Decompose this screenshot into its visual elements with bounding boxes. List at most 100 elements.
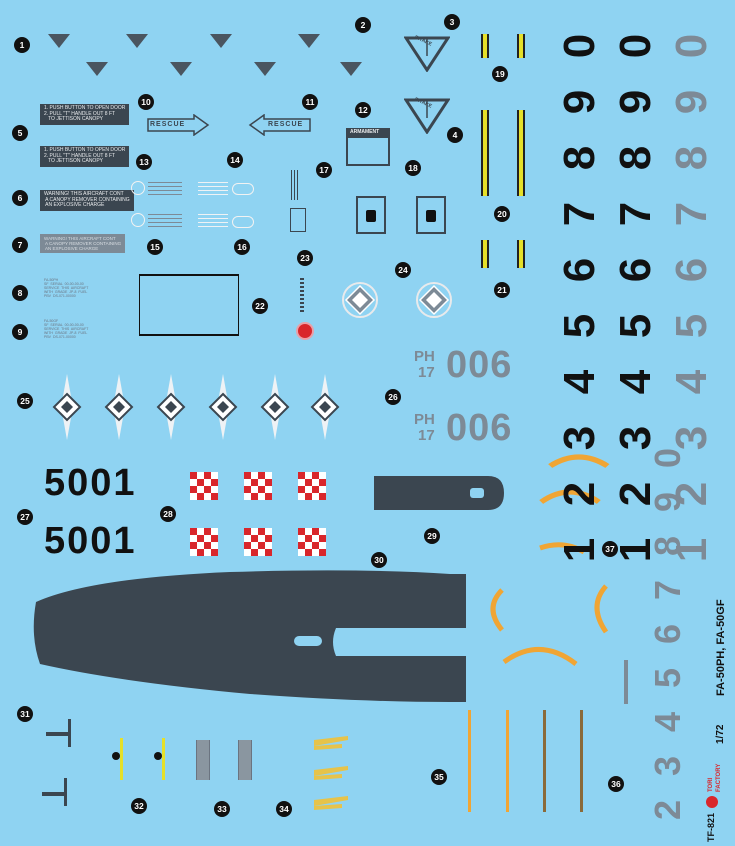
marker-2: 2 [355, 17, 371, 33]
port-panel [356, 196, 386, 234]
marker-21: 21 [494, 282, 510, 298]
wing-insignia [208, 374, 238, 440]
digit: 1 [555, 537, 604, 563]
stencil-small [148, 182, 182, 196]
light-ring [131, 213, 145, 227]
digit: 8 [667, 145, 716, 171]
vertical-stencil [291, 170, 299, 200]
ground-panel [290, 208, 306, 232]
pitot-stencil [68, 719, 71, 747]
ph-number: 006 [446, 407, 513, 449]
marker-12: 12 [355, 102, 371, 118]
digit: 2 [555, 481, 604, 507]
digit: 5 [555, 313, 604, 339]
digit: 6 [555, 257, 604, 283]
digit: 8 [647, 535, 688, 557]
marker-4: 4 [447, 127, 463, 143]
brand-name: TORI [708, 777, 714, 792]
brand-logo: TORI FACTORY [704, 748, 732, 810]
wing-insignia [260, 374, 290, 440]
yellow-marks [314, 736, 348, 810]
marker-19: 19 [492, 66, 508, 82]
anti-glare-panel-small [374, 476, 504, 510]
squadron-badge [342, 282, 378, 318]
digit: 9 [555, 89, 604, 115]
rescue-arrow-right [147, 114, 210, 136]
port-hole [426, 210, 436, 222]
digit: 5 [611, 313, 660, 339]
intake-triangle [404, 36, 450, 72]
marker-16: 16 [234, 239, 250, 255]
data-block: FA-50PH SF SERIAL 00-00-00-00 SERVICE TH… [44, 278, 89, 298]
light-pill [232, 216, 254, 228]
digit: 5 [667, 313, 716, 339]
canopy-instruction: 1. PUSH BUTTON TO OPEN DOOR 2. PULL "T" … [40, 146, 130, 167]
armament-label: ARMAMENT [350, 129, 380, 135]
wing-insignia [52, 374, 82, 440]
emblem-chevron [86, 62, 108, 76]
digit: 6 [647, 623, 688, 645]
marker-14: 14 [227, 152, 243, 168]
anti-glare-panel-large [33, 570, 466, 702]
rescue-label: RESCUE [150, 121, 186, 128]
walkway-stripe [517, 110, 525, 196]
marker-10: 10 [138, 94, 154, 110]
digit: 5 [647, 667, 688, 689]
orange-arcs [490, 454, 610, 666]
stencil-small [198, 214, 228, 228]
digit: 9 [611, 89, 660, 115]
data-block: FA-50GF SF SERIAL 00-00-00-00 SERVICE TH… [44, 319, 89, 339]
short-dash [624, 660, 628, 704]
walkway-stripe [481, 110, 489, 196]
walkway-stripe [517, 240, 525, 268]
marker-20: 20 [494, 206, 510, 222]
checkerboard [190, 472, 218, 500]
marker-11: 11 [302, 94, 318, 110]
red-roundel [296, 322, 314, 340]
marker-34: 34 [276, 801, 292, 817]
ph-prefix: PH [414, 348, 435, 365]
digit: 8 [555, 145, 604, 171]
port-panel [416, 196, 446, 234]
light-ring [131, 181, 145, 195]
emblem-chevron [126, 34, 148, 48]
marker-25: 25 [17, 393, 33, 409]
checkerboard [298, 472, 326, 500]
sheet-scale: 1/72 [715, 724, 726, 744]
digit: 4 [647, 711, 688, 733]
digit: 7 [555, 201, 604, 227]
serial-number: 5001 [44, 462, 137, 504]
rescue-arrow-left [248, 114, 311, 136]
marker-32: 32 [131, 798, 147, 814]
marker-23: 23 [297, 250, 313, 266]
digit-column-gray-2: 0 9 8 7 6 5 4 3 2 [647, 436, 688, 832]
digit: 4 [611, 369, 660, 395]
digit: 7 [647, 579, 688, 601]
pitot-stencil [46, 732, 68, 736]
digit: 8 [611, 145, 660, 171]
digit: 2 [647, 799, 688, 821]
antenna-stripe [506, 710, 509, 812]
armament-panel [346, 128, 390, 166]
pitot-stencil [42, 792, 64, 796]
walkway-stripe [517, 34, 525, 58]
rivet-strip [196, 740, 210, 780]
marker-8: 8 [12, 285, 28, 301]
digit: 0 [667, 33, 716, 59]
checkerboard [298, 528, 326, 556]
digit: 7 [667, 201, 716, 227]
rivet-strip [238, 740, 252, 780]
antenna-stripe [543, 710, 546, 812]
marker-17: 17 [316, 162, 332, 178]
digit: 6 [667, 257, 716, 283]
marker-26: 26 [385, 389, 401, 405]
marker-13: 13 [136, 154, 152, 170]
checkerboard [244, 472, 272, 500]
light-strip [162, 738, 165, 780]
marker-36: 36 [608, 776, 624, 792]
marker-1: 1 [14, 37, 30, 53]
digit-column-black-1: 0 9 8 7 6 5 4 3 2 1 [555, 18, 604, 578]
digit: 9 [647, 491, 688, 513]
digit: 0 [611, 33, 660, 59]
emblem-chevron [298, 34, 320, 48]
